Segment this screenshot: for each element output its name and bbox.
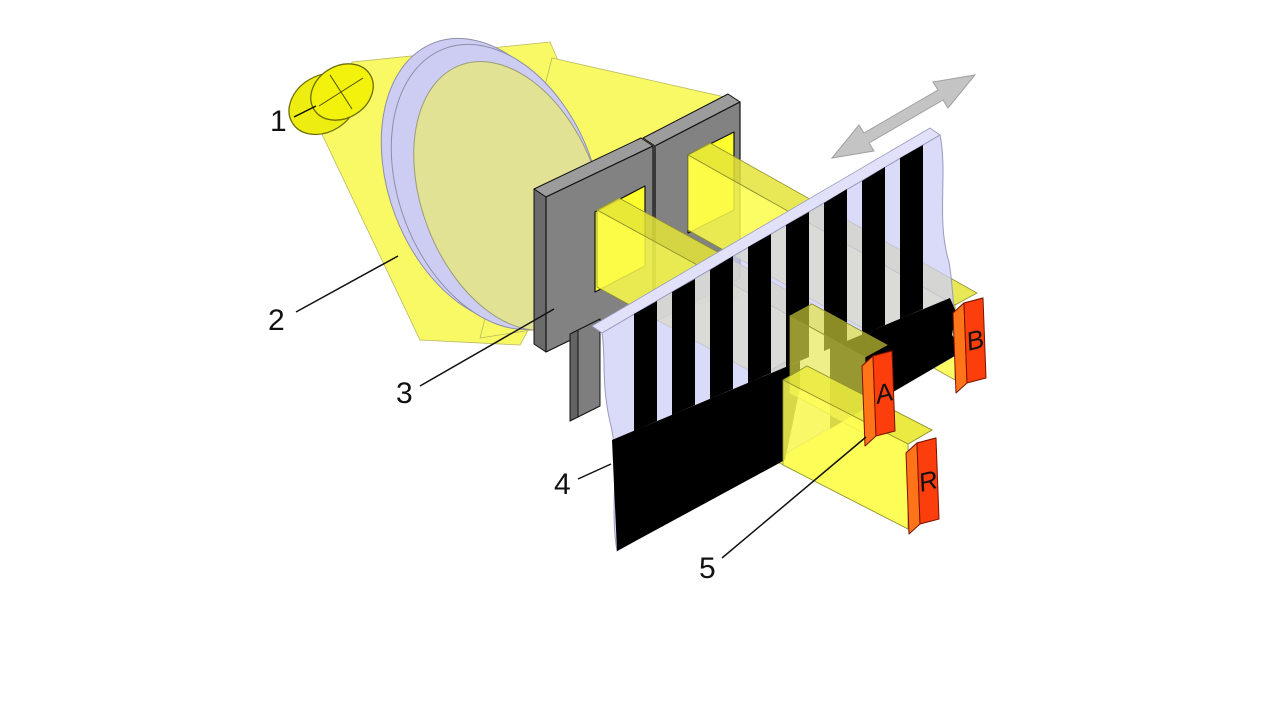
detector-b-front-face <box>963 297 987 384</box>
leader-4 <box>577 463 612 480</box>
photodetectors: A B R <box>861 297 987 535</box>
label-2: 2 <box>268 304 285 337</box>
scale-stripe <box>748 234 771 383</box>
scale-strip <box>591 127 964 552</box>
leader-1 <box>293 105 317 118</box>
detector-a-front-face <box>872 350 896 437</box>
detector-r: R <box>905 437 941 535</box>
detector-r-front-face <box>916 437 940 525</box>
scale-stripe <box>672 279 695 415</box>
leader-5 <box>721 436 867 559</box>
light-source-filament-cross <box>318 74 364 110</box>
leader-3 <box>419 308 555 387</box>
scale-stripe <box>710 256 733 399</box>
scale-stripe <box>824 189 847 351</box>
motion-arrow-icon <box>830 74 977 159</box>
mask-leg-side <box>569 329 579 422</box>
scale-stripe <box>862 167 885 335</box>
label-3: 3 <box>396 377 413 410</box>
leader-2 <box>295 255 399 313</box>
light-source <box>288 63 374 136</box>
detector-b: B <box>952 297 987 394</box>
reference-track-black-left <box>612 361 800 551</box>
mask-leg <box>577 318 601 418</box>
label-5: 5 <box>699 552 716 585</box>
mask-left-side-face <box>533 188 547 353</box>
callout-labels: 1 2 3 4 5 <box>268 105 716 585</box>
leader-lines <box>293 105 867 559</box>
scale-stripe <box>634 301 657 431</box>
scale-stripe <box>900 145 923 319</box>
detector-a: A <box>861 350 896 447</box>
label-1: 1 <box>270 105 287 138</box>
label-4: 4 <box>554 468 571 501</box>
light-source-face <box>310 63 374 121</box>
